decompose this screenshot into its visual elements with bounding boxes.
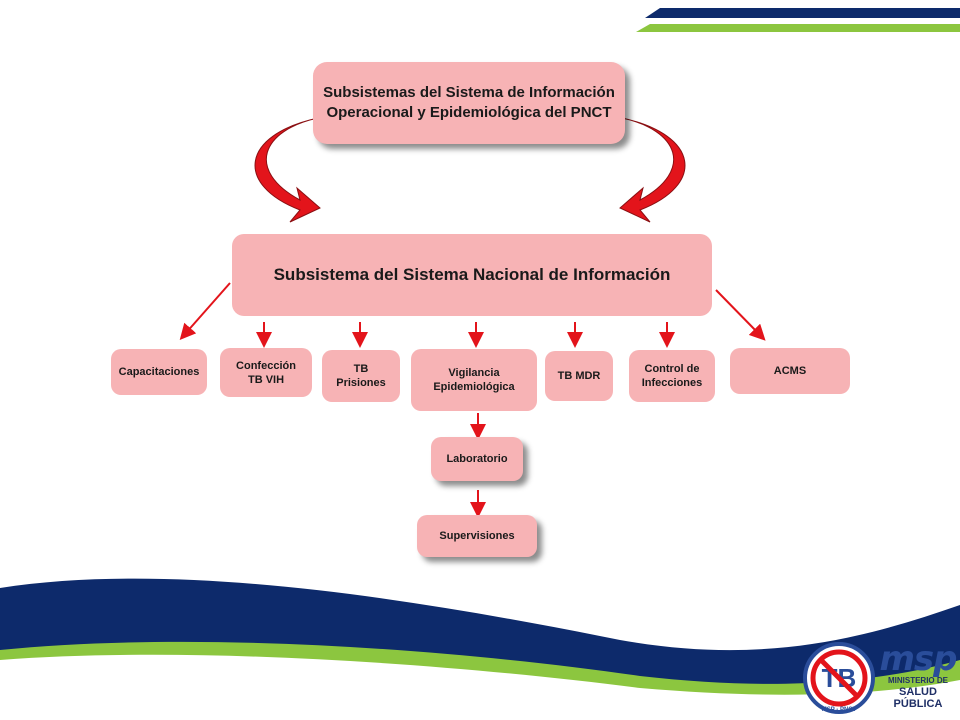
msp-brand: msp xyxy=(879,639,957,679)
branch-capacitaciones: Capacitaciones xyxy=(111,349,207,395)
top-title-box: Subsistemas del Sistema de Información O… xyxy=(313,62,625,144)
tb-logo-caption: MSP - PNCT xyxy=(822,707,857,713)
msp-line1: MINISTERIO DE xyxy=(887,676,948,685)
chain-supervisiones: Supervisiones xyxy=(417,515,537,557)
branch-tb-prisiones: TB Prisiones xyxy=(322,350,400,402)
central-box: Subsistema del Sistema Nacional de Infor… xyxy=(232,234,712,316)
branch-label: TB Prisiones xyxy=(336,363,386,389)
chain-label: Laboratorio xyxy=(446,453,508,465)
top-green-stripe xyxy=(636,24,960,32)
arrow-to-acms xyxy=(715,289,766,341)
branch-vigilancia-epidemiologica: Vigilancia Epidemiológica xyxy=(411,349,537,411)
top-title-text: Subsistemas del Sistema de Información O… xyxy=(323,84,615,121)
branch-label: Control de Infecciones xyxy=(641,363,703,389)
msp-logo: msp MINISTERIO DE SALUD PÚBLICA xyxy=(878,642,958,716)
curved-arrow-right xyxy=(619,117,686,223)
chain-label: Supervisiones xyxy=(439,530,515,542)
branch-acms: ACMS xyxy=(730,348,850,394)
central-title-text: Subsistema del Sistema Nacional de Infor… xyxy=(273,265,671,284)
bottom-white-wave xyxy=(0,654,960,720)
branch-label: Vigilancia Epidemiológica xyxy=(433,367,515,393)
branch-label: ACMS xyxy=(773,365,807,377)
arrow-to-capacitaciones xyxy=(179,282,231,340)
msp-line2: SALUD PÚBLICA xyxy=(893,686,943,710)
branch-label: TB MDR xyxy=(557,370,601,382)
tb-logo: TB MSP - PNCT xyxy=(803,642,875,714)
branch-tb-mdr: TB MDR xyxy=(545,351,613,401)
chain-laboratorio: Laboratorio xyxy=(431,437,523,481)
branch-label: Capacitaciones xyxy=(118,366,200,378)
branch-label: Confección TB VIH xyxy=(236,359,296,386)
branch-confeccion-tb-vih: Confección TB VIH xyxy=(220,348,312,397)
branch-control-infecciones: Control de Infecciones xyxy=(629,350,715,402)
top-navy-stripe xyxy=(645,8,960,18)
curved-arrow-left xyxy=(254,117,321,223)
tb-logo-slash xyxy=(819,658,859,698)
